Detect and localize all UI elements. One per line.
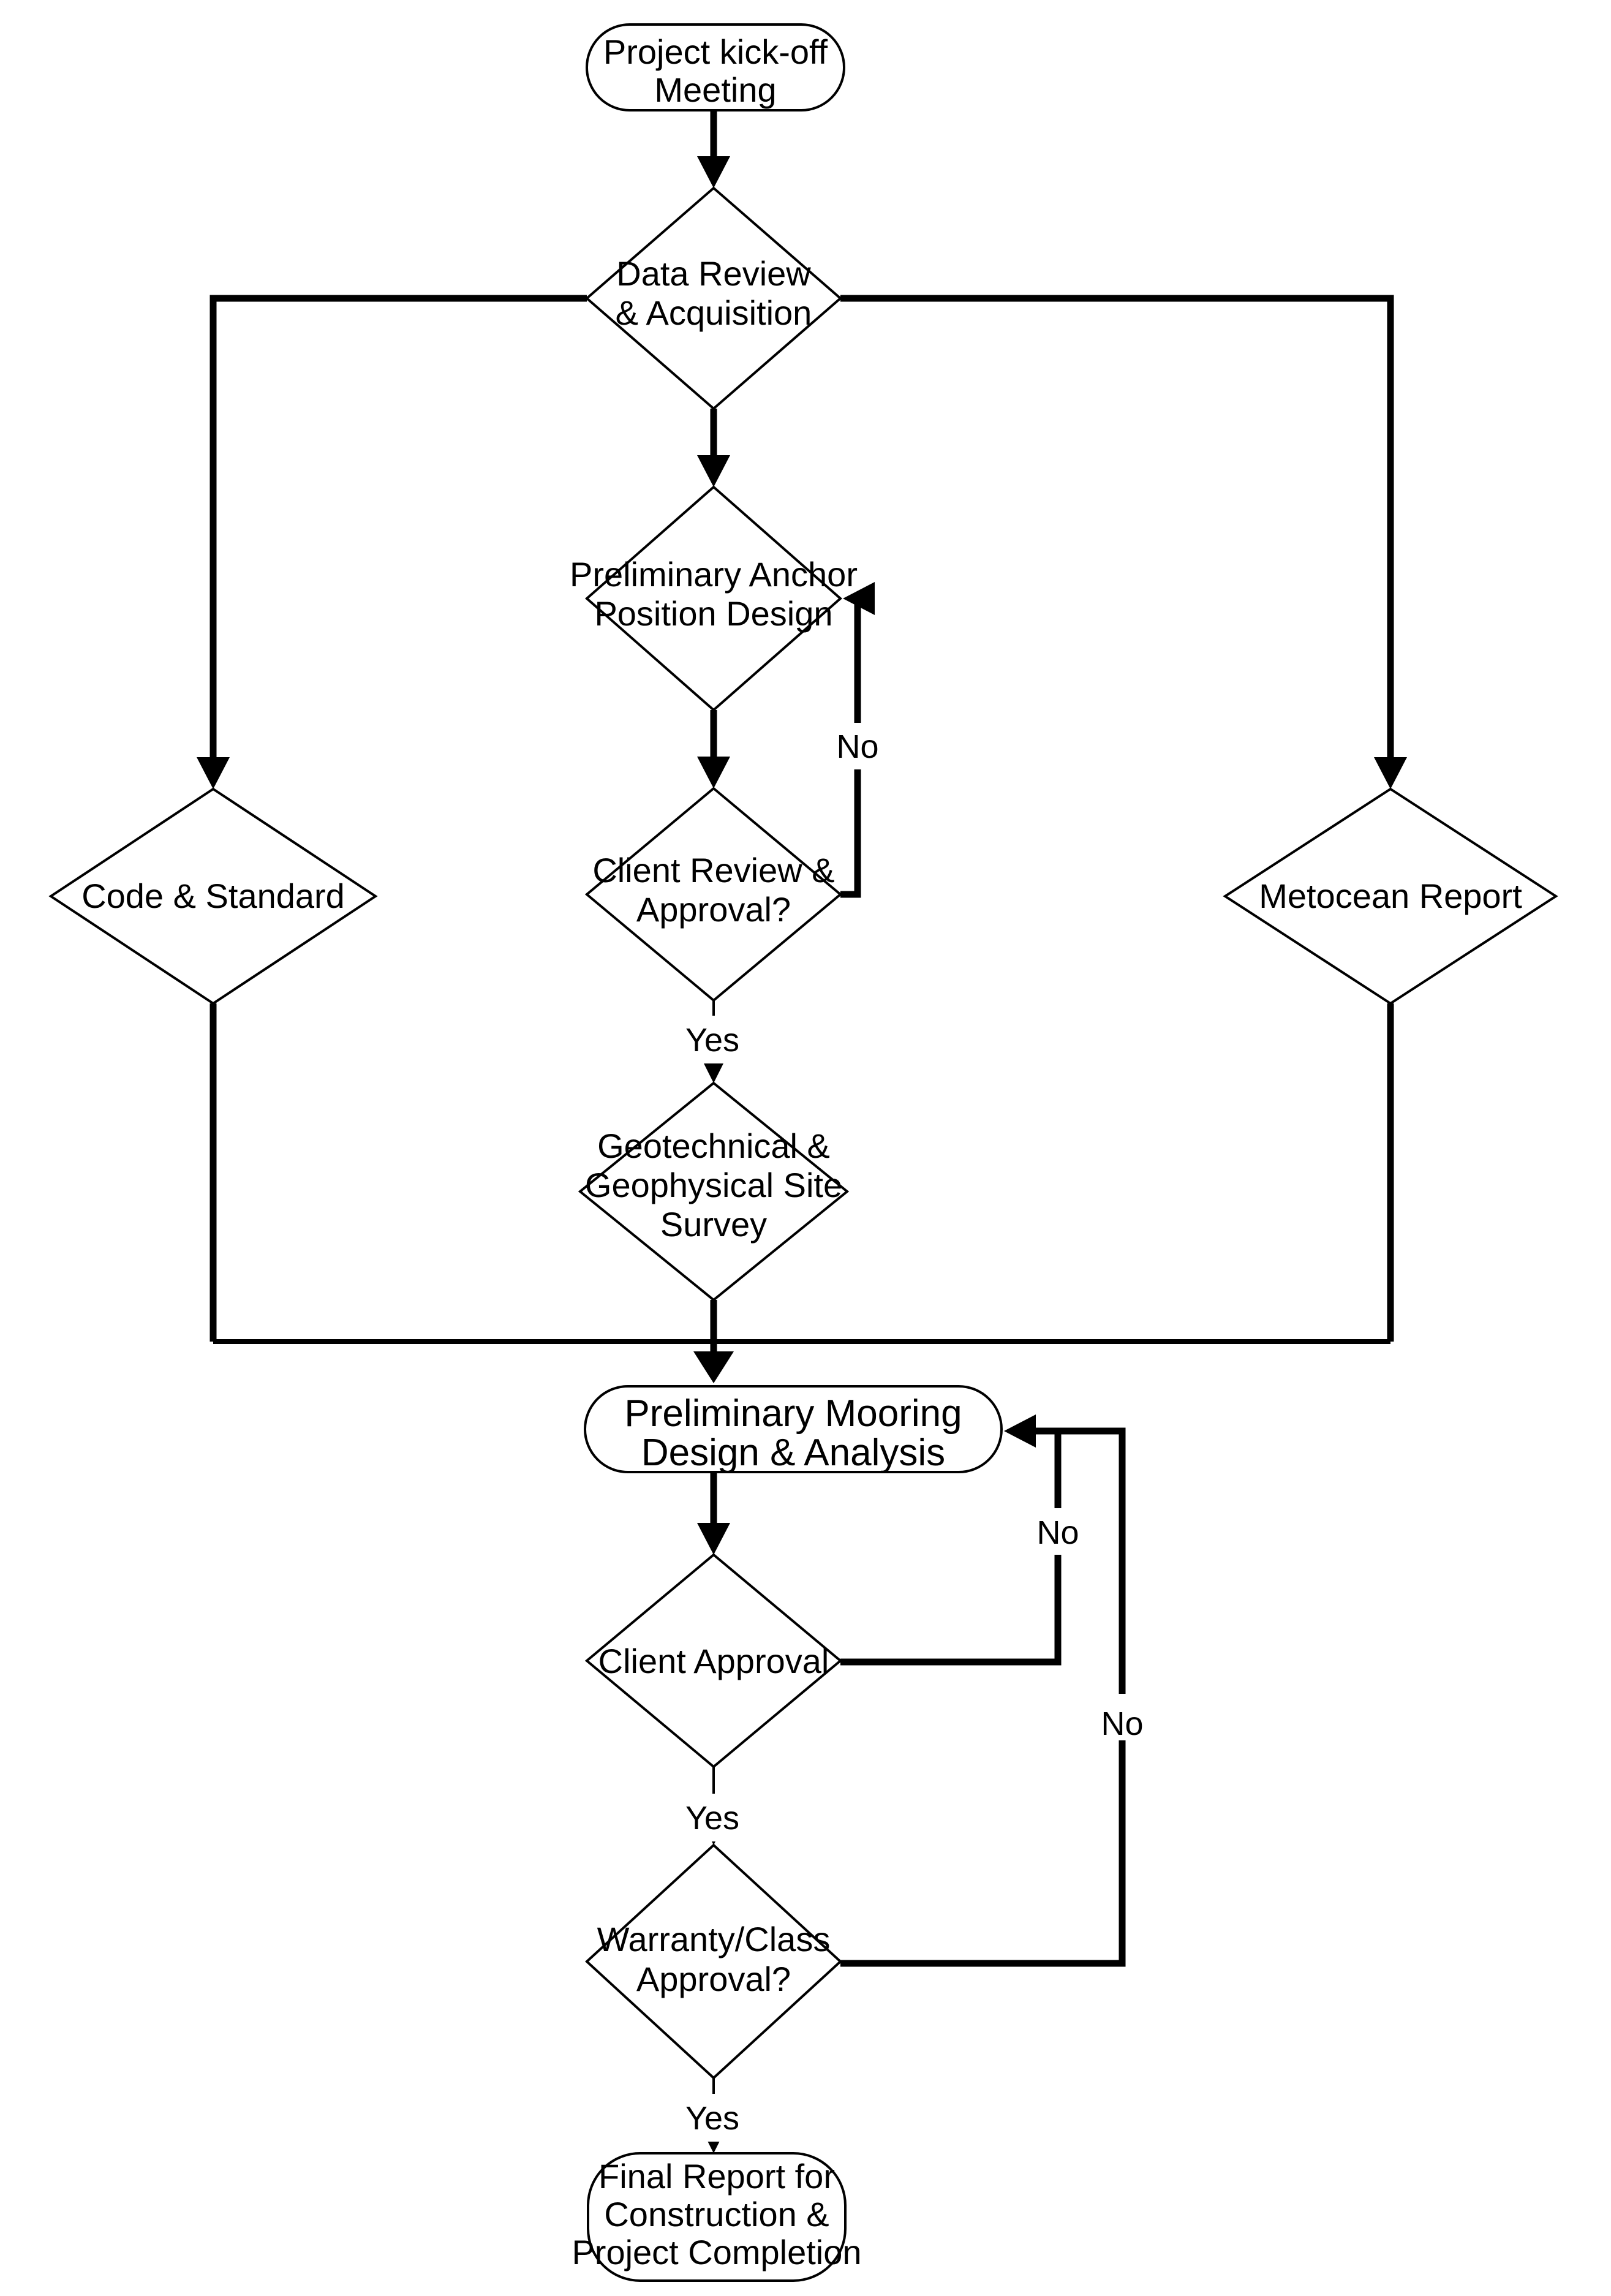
arrowhead-no-into-mooring-side [1004,1414,1036,1448]
arrowhead-into-datareview [697,156,730,188]
flow-branch-left-code-standard [209,295,587,760]
label-geotech-line2: Geophysical Site [585,1166,842,1204]
label-datareview-line1: Data Review [616,254,811,293]
label-finalreport-line3: Project Completion [572,2233,861,2271]
label-clientreview-line2: Approval? [636,890,791,929]
flow-no-loop-client-approval [840,1431,1062,1666]
edge-label-yes-2: Yes [685,1800,739,1837]
mask-yes2 [666,1794,758,1841]
arrowhead-into-clientreview [697,757,730,788]
label-clientapproval: Client Approval [598,1642,829,1680]
edge-label-yes-3: Yes [685,2100,739,2137]
decision-warranty-class-approval [585,1843,842,2080]
decision-preliminary-anchor [584,485,843,712]
arrowhead-into-metocean [1374,757,1407,789]
edge-label-yes-1: Yes [685,1022,739,1059]
label-metocean: Metocean Report [1259,877,1522,915]
label-prelimmooring-line2: Design & Analysis [641,1432,945,1474]
label-finalreport-line1: Final Report for [598,2157,835,2196]
mask-no2 [1028,1508,1087,1555]
decision-geotech-survey [578,1081,850,1302]
label-codestandard: Code & Standard [81,877,345,915]
terminator-final-report [587,2152,847,2282]
label-prelimmooring-line1: Preliminary Mooring [624,1392,962,1435]
arrowhead-into-clientapproval [697,1523,730,1555]
label-finalreport-line2: Construction & [604,2195,829,2234]
label-kickoff-line2: Meeting [654,70,776,109]
mask-no3 [1093,1694,1152,1740]
decision-client-review-approval [584,787,843,1002]
mask-no1 [828,723,887,769]
label-kickoff-line1: Project kick-off [603,32,828,71]
edge-label-no-1: No [836,728,878,765]
edge-label-no-3: No [1101,1705,1143,1742]
flow-branch-right-metocean [840,295,1394,760]
label-geotech-line1: Geotechnical & [597,1127,830,1165]
arrowhead-into-prelimanchor [697,455,730,487]
label-prelimanchor-line2: Position Design [594,594,832,633]
decision-metocean-report [1223,787,1558,1005]
label-clientreview-line1: Client Review & [592,851,834,889]
terminator-preliminary-mooring [584,1385,1003,1473]
decision-code-standard [48,787,378,1005]
arrowhead-into-mooring-top [693,1351,734,1383]
terminator-project-kickoff [586,23,845,111]
arrowhead-into-codestandard [197,757,230,789]
label-warranty-line2: Approval? [636,1960,791,1998]
edge-label-no-2: No [1036,1514,1079,1551]
arrowhead-no-into-prelimanchor [843,582,875,615]
label-datareview-line2: & Acquisition [616,293,812,332]
mask-yes3 [666,2094,758,2142]
label-geotech-line3: Survey [660,1205,767,1244]
mask-yes1 [666,1016,758,1063]
arrowhead-yes-into-geotech [704,1063,723,1083]
label-prelimanchor-line1: Preliminary Anchor [570,555,858,594]
decision-client-approval [584,1553,843,1769]
label-warranty-line1: Warranty/Class [597,1920,831,1958]
decision-data-review [584,186,843,410]
